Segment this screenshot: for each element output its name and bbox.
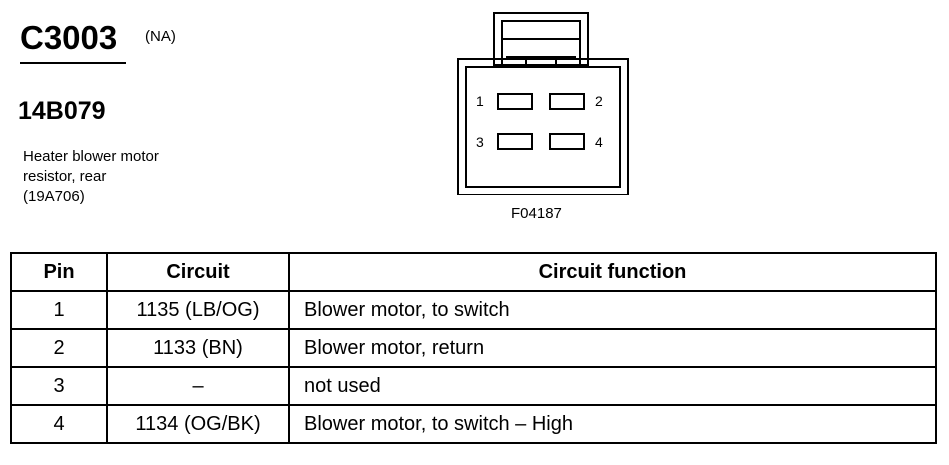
circuit-cell: 1135 (LB/OG) — [106, 290, 290, 330]
pin-cavity-3 — [497, 133, 533, 150]
pin-label-4: 4 — [595, 134, 603, 150]
function-cell: Blower motor, to switch — [288, 290, 937, 330]
pin-cavity-2 — [549, 93, 585, 110]
table-row: 1 1135 (LB/OG) Blower motor, to switch — [10, 290, 937, 330]
function-cell: not used — [288, 366, 937, 406]
circuit-cell: – — [106, 366, 290, 406]
connector-qualifier: (NA) — [145, 28, 176, 45]
component-description: Heater blower motor resistor, rear (19A7… — [23, 147, 243, 207]
pin-cell: 3 — [10, 366, 108, 406]
connector-id-underline — [20, 62, 126, 64]
table-row: 2 1133 (BN) Blower motor, return — [10, 328, 937, 368]
header-pin: Pin — [10, 252, 108, 292]
pin-label-2: 2 — [595, 93, 603, 109]
description-line: resistor, rear — [23, 168, 107, 185]
terminal-cavities — [497, 93, 585, 150]
circuit-cell: 1133 (BN) — [106, 328, 290, 368]
table-row: 4 1134 (OG/BK) Blower motor, to switch –… — [10, 404, 937, 444]
pinout-table: Pin Circuit Circuit function 1 1135 (LB/… — [10, 252, 937, 444]
pin-cell: 1 — [10, 290, 108, 330]
pin-cavity-1 — [497, 93, 533, 110]
header-circuit-function: Circuit function — [288, 252, 937, 292]
header-circuit: Circuit — [106, 252, 290, 292]
function-cell: Blower motor, to switch – High — [288, 404, 937, 444]
figure-id: F04187 — [511, 205, 562, 222]
pin-cell: 2 — [10, 328, 108, 368]
connector-body — [457, 58, 629, 195]
table-header-row: Pin Circuit Circuit function — [10, 252, 937, 292]
pin-cell: 4 — [10, 404, 108, 444]
description-line: Heater blower motor — [23, 148, 159, 165]
part-number: 14B079 — [18, 97, 106, 125]
connector-face-diagram: 1 2 3 4 — [457, 12, 629, 195]
pin-label-3: 3 — [476, 134, 484, 150]
function-cell: Blower motor, return — [288, 328, 937, 368]
pin-cavity-4 — [549, 133, 585, 150]
table-row: 3 – not used — [10, 366, 937, 406]
connector-latch — [493, 12, 589, 67]
connector-id: C3003 — [20, 19, 118, 56]
pin-label-1: 1 — [476, 93, 484, 109]
description-line: (19A706) — [23, 188, 85, 205]
circuit-cell: 1134 (OG/BK) — [106, 404, 290, 444]
